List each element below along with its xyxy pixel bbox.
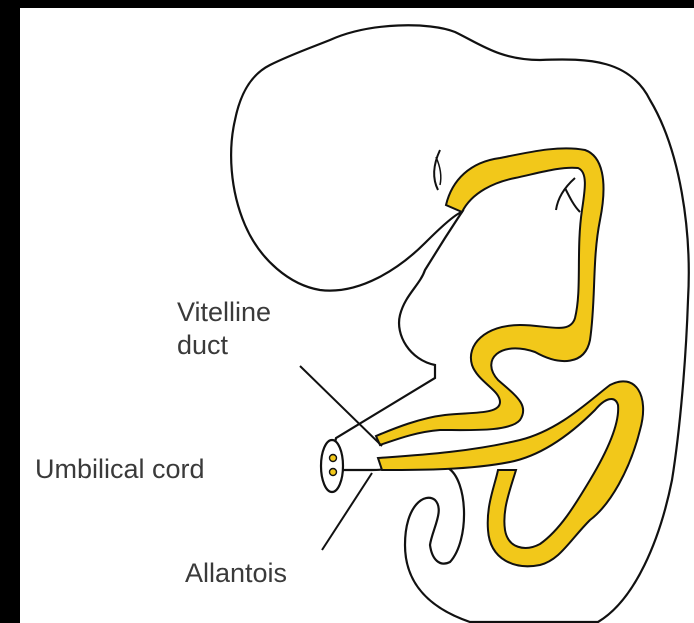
vitelline-label-line2: duct bbox=[177, 329, 271, 362]
umbilical-cord-label: Umbilical cord bbox=[35, 453, 205, 486]
cord-vessel bbox=[330, 469, 337, 476]
embryo-outline bbox=[231, 25, 689, 622]
umbilical-cord-end bbox=[321, 440, 343, 492]
allantois-label: Allantois bbox=[185, 557, 287, 590]
cord-vessel bbox=[330, 455, 337, 462]
vitelline-label-line1: Vitelline bbox=[177, 296, 271, 329]
vitelline-duct-label: Vitelline duct bbox=[177, 296, 271, 362]
